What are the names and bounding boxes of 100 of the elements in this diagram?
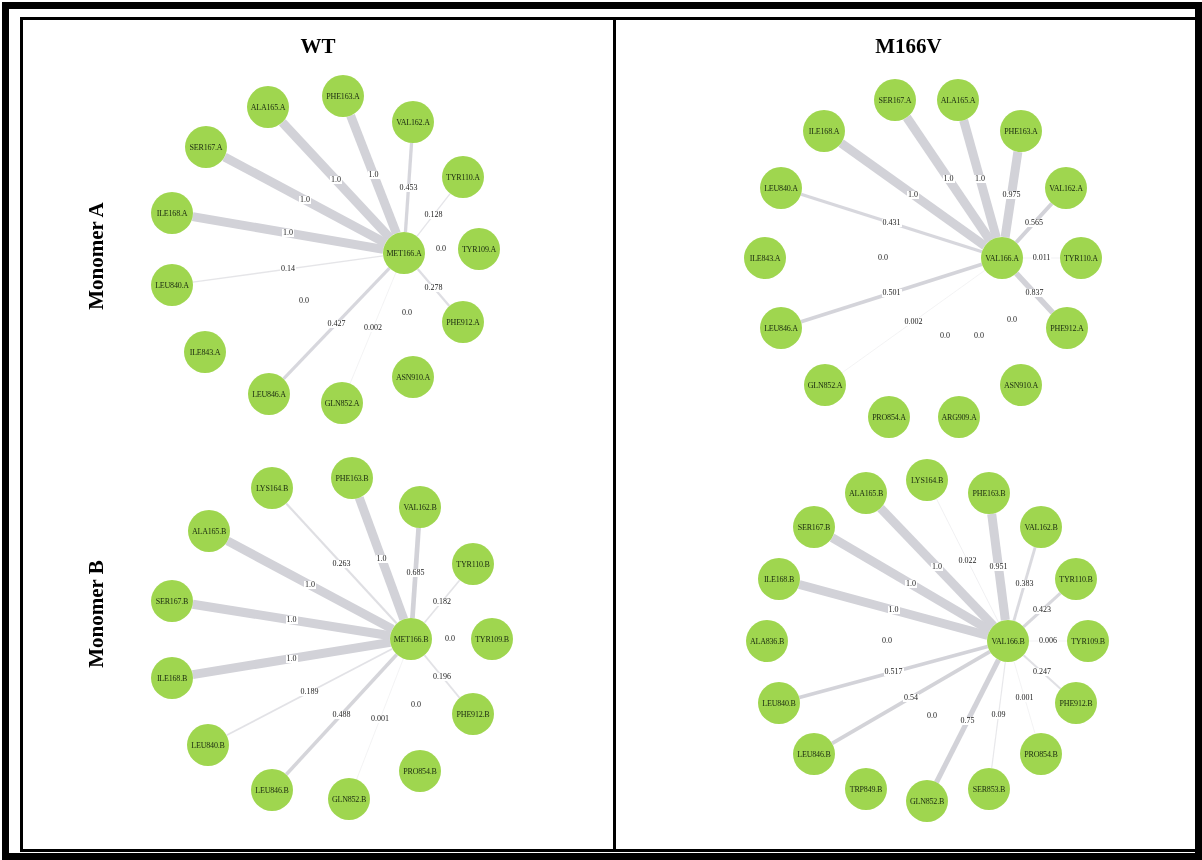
residue-node: VAL162.A bbox=[392, 101, 434, 143]
residue-node: LEU846.B bbox=[251, 769, 293, 811]
weighted-edge bbox=[934, 658, 1001, 784]
weighted-edge bbox=[285, 502, 398, 625]
residue-node: LEU846.A bbox=[248, 373, 290, 415]
edge-label: 1.0 bbox=[330, 176, 342, 184]
weighted-edge bbox=[423, 579, 461, 624]
weight-label: 0.0 bbox=[436, 245, 446, 253]
residue-node: ASN910.A bbox=[1000, 364, 1042, 406]
residue-node: TYR109.B bbox=[1067, 620, 1109, 662]
residue-node: PHE912.B bbox=[452, 693, 494, 735]
edge-label: 0.951 bbox=[988, 563, 1009, 571]
row-label: Monomer B bbox=[83, 560, 109, 668]
residue-node: VAL162.B bbox=[399, 486, 441, 528]
residue-node: LEU840.A bbox=[151, 264, 193, 306]
residue-node: ALA165.A bbox=[937, 79, 979, 121]
residue-node: VAL166.B bbox=[987, 620, 1029, 662]
weight-label: 0.0 bbox=[974, 332, 984, 340]
residue-node: SER167.A bbox=[874, 79, 916, 121]
residue-node: LYS164.B bbox=[251, 467, 293, 509]
edge-label: 0.182 bbox=[432, 597, 452, 606]
edge-label: 0.247 bbox=[1032, 668, 1052, 676]
column-title: M166V bbox=[874, 34, 943, 59]
weight-label: 0.0 bbox=[445, 635, 455, 643]
weighted-edge bbox=[222, 152, 388, 248]
weighted-edge bbox=[991, 661, 1006, 769]
edge-label: 0.001 bbox=[1014, 693, 1035, 702]
weight-label: 0.0 bbox=[940, 332, 950, 340]
residue-node: ILE843.A bbox=[744, 237, 786, 279]
edge-label: 0.022 bbox=[957, 556, 978, 565]
residue-node: TYR109.A bbox=[458, 228, 500, 270]
weighted-edge bbox=[225, 647, 394, 737]
residue-node: TYR109.B bbox=[471, 618, 513, 660]
edge-label: 0.196 bbox=[432, 672, 452, 681]
residue-node: ILE168.A bbox=[803, 110, 845, 152]
edge-label: 1.0 bbox=[304, 581, 316, 589]
residue-node: ARG909.A bbox=[938, 396, 980, 438]
residue-node: MET166.B bbox=[390, 618, 432, 660]
edge-label: 0.565 bbox=[1024, 219, 1044, 227]
residue-node: LEU840.A bbox=[760, 167, 802, 209]
edge-label: 0.14 bbox=[280, 265, 296, 273]
residue-node: ALA165.B bbox=[188, 510, 230, 552]
residue-node: PHE912.A bbox=[442, 301, 484, 343]
edge-label: 1.0 bbox=[282, 229, 294, 237]
weight-label: 0.0 bbox=[927, 712, 937, 720]
edge-label: 0.001 bbox=[370, 715, 390, 723]
weight-label: 0.0 bbox=[411, 701, 421, 709]
edge-label: 0.263 bbox=[331, 559, 352, 568]
weighted-edge bbox=[798, 580, 989, 640]
residue-node: LEU846.B bbox=[793, 733, 835, 775]
weighted-edge bbox=[346, 113, 401, 236]
residue-node: PHE912.B bbox=[1055, 682, 1097, 724]
residue-node: GLN852.A bbox=[321, 382, 363, 424]
residue-node: SER167.B bbox=[151, 580, 193, 622]
edge-label: 0.501 bbox=[881, 289, 902, 297]
residue-node: GLN852.B bbox=[906, 780, 948, 822]
edge-label: 1.0 bbox=[974, 175, 986, 183]
weighted-edge bbox=[356, 658, 404, 780]
residue-node: ILE168.B bbox=[151, 657, 193, 699]
weighted-edge bbox=[355, 496, 408, 621]
edge-label: 1.0 bbox=[285, 654, 298, 663]
edge-label: 0.423 bbox=[1032, 606, 1052, 614]
edge-label: 1.0 bbox=[905, 580, 917, 588]
weighted-edge bbox=[416, 192, 451, 238]
weighted-edge bbox=[191, 212, 385, 254]
residue-node: GLN852.A bbox=[804, 364, 846, 406]
residue-node: PHE163.B bbox=[968, 472, 1010, 514]
residue-node: PHE163.A bbox=[1000, 110, 1042, 152]
residue-node: MET166.A bbox=[383, 232, 425, 274]
weighted-edge bbox=[403, 142, 414, 233]
edge-label: 0.427 bbox=[326, 319, 347, 328]
residue-node: ILE168.B bbox=[758, 558, 800, 600]
edge-label: 0.837 bbox=[1024, 289, 1045, 297]
edge-label: 0.002 bbox=[363, 324, 383, 332]
edge-label: 1.0 bbox=[367, 170, 380, 179]
edge-label: 0.011 bbox=[1031, 254, 1052, 262]
edge-label: 0.453 bbox=[398, 183, 419, 192]
weighted-edge bbox=[279, 119, 393, 241]
weighted-edge bbox=[1000, 151, 1023, 238]
edge-label: 0.383 bbox=[1014, 580, 1035, 588]
edge-label: 0.517 bbox=[883, 668, 904, 676]
weighted-edge bbox=[838, 139, 988, 250]
weighted-edge bbox=[1014, 271, 1055, 315]
weighted-edge bbox=[192, 599, 391, 641]
edge-label: 0.002 bbox=[903, 317, 924, 326]
edge-label: 1.0 bbox=[931, 563, 943, 571]
column-title: WT bbox=[299, 34, 337, 59]
edge-label: 0.128 bbox=[423, 211, 444, 219]
residue-node: ALA165.A bbox=[247, 86, 289, 128]
weighted-edge bbox=[416, 268, 451, 307]
weighted-edge bbox=[936, 498, 999, 623]
edge-label: 0.75 bbox=[959, 717, 976, 725]
residue-node: ASN910.A bbox=[392, 356, 434, 398]
weighted-edge bbox=[1013, 660, 1036, 735]
weighted-edge bbox=[1014, 202, 1054, 244]
weighted-edge bbox=[959, 119, 1001, 239]
weighted-edge bbox=[410, 527, 421, 619]
edge-label: 0.09 bbox=[990, 711, 1007, 719]
weight-label: 0.0 bbox=[402, 309, 412, 317]
weight-label: 0.0 bbox=[878, 254, 888, 262]
